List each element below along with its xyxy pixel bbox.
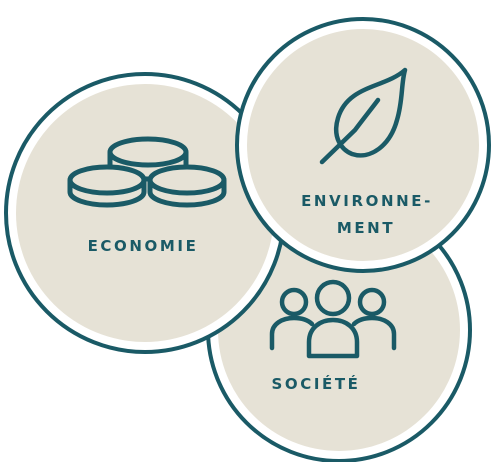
leaf-icon: [319, 67, 408, 165]
circle-economie: [4, 72, 286, 354]
stacked-coins-icon: [67, 136, 227, 208]
label-economie: ECONOMIE: [88, 237, 199, 255]
label-societe: SOCIÉTÉ: [271, 374, 360, 393]
circle-environnement: [235, 17, 491, 273]
label-environnement-line2: MENT: [337, 219, 395, 237]
label-environnement-line1: ENVIRONNE-: [301, 192, 433, 210]
group-of-people-icon: [269, 279, 397, 359]
